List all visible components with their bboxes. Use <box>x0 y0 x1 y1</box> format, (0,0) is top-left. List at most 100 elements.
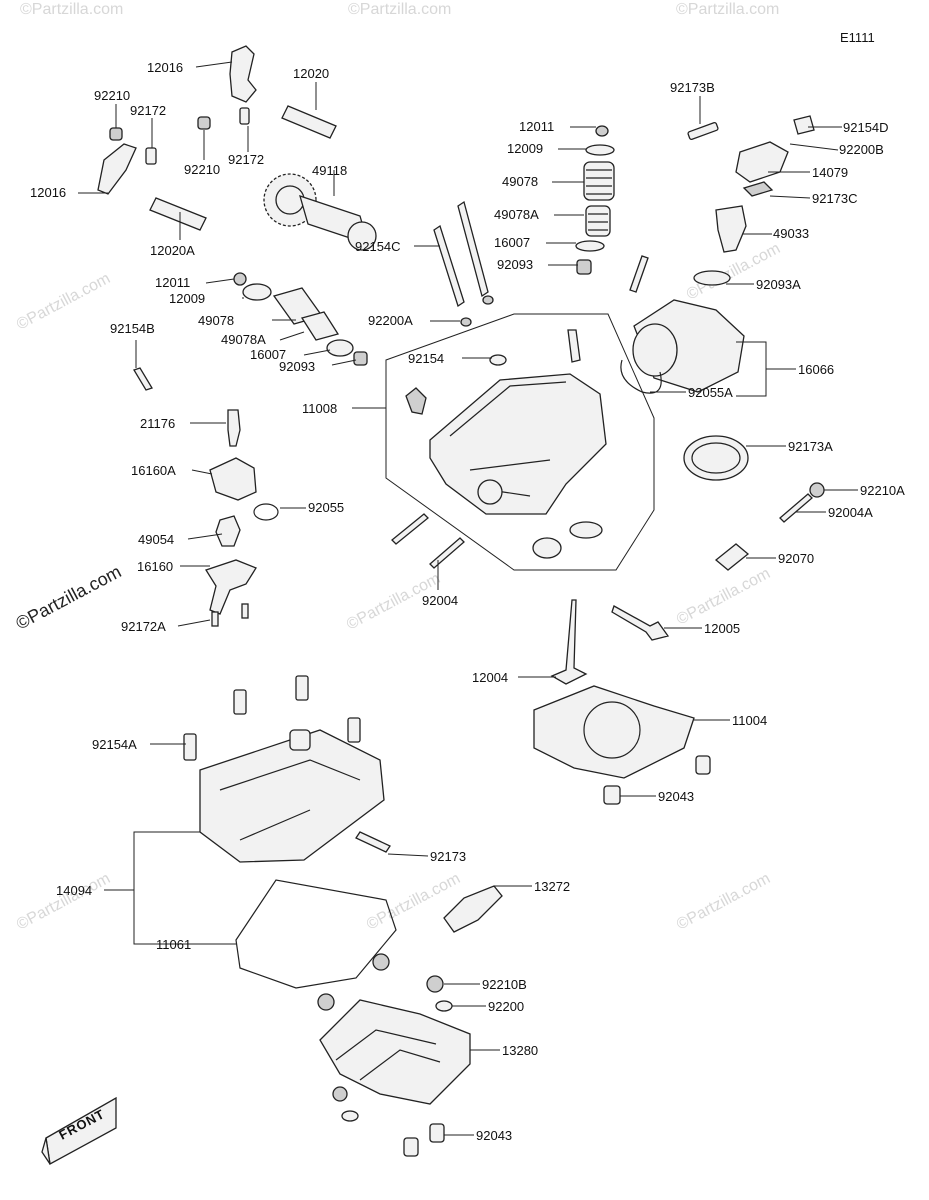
label-92200[interactable]: 92200 <box>488 999 524 1014</box>
watermark: ©Partzilla.com <box>348 1 451 18</box>
label-92043[interactable]: 92043 <box>658 789 694 804</box>
label-92210[interactable]: 92210 <box>94 88 130 103</box>
label-92172[interactable]: 92172 <box>130 103 166 118</box>
label-92154C[interactable]: 92154C <box>355 239 401 254</box>
label-92210A[interactable]: 92210A <box>860 483 905 498</box>
label-92055[interactable]: 92055 <box>308 500 344 515</box>
label-49033[interactable]: 49033 <box>773 226 809 241</box>
clip <box>687 122 719 140</box>
bolt <box>793 115 815 135</box>
label-12004[interactable]: 12004 <box>472 670 508 685</box>
label-49054[interactable]: 49054 <box>138 532 174 547</box>
label-12011[interactable]: 12011 <box>155 275 190 290</box>
label-92004[interactable]: 92004 <box>422 593 458 608</box>
retainer <box>242 283 272 301</box>
cam-holder <box>319 999 471 1105</box>
holder-details <box>335 1029 441 1081</box>
label-11061[interactable]: 11061 <box>156 937 191 952</box>
label-92070[interactable]: 92070 <box>778 551 814 566</box>
label-92173[interactable]: 92173 <box>430 849 466 864</box>
screw-92172 <box>145 147 157 165</box>
washer <box>435 1000 453 1012</box>
label-12016[interactable]: 12016 <box>147 60 183 75</box>
label-92055A[interactable]: 92055A <box>688 385 733 400</box>
label-16066[interactable]: 16066 <box>798 362 834 377</box>
label-12016[interactable]: 12016 <box>30 185 66 200</box>
seal <box>353 351 368 366</box>
label-49118[interactable]: 49118 <box>312 163 347 178</box>
label-12011[interactable]: 12011 <box>519 119 554 134</box>
label-92172[interactable]: 92172 <box>228 152 264 167</box>
washer <box>482 295 494 305</box>
label-92004A[interactable]: 92004A <box>828 505 873 520</box>
label-12020A[interactable]: 12020A <box>150 243 195 258</box>
seal-ring <box>569 521 603 539</box>
clip-92173 <box>355 831 391 853</box>
watermark: ©Partzilla.com <box>20 1 123 18</box>
bolt <box>295 675 309 701</box>
label-92173B[interactable]: 92173B <box>670 80 715 95</box>
label-11004[interactable]: 11004 <box>732 713 767 728</box>
label-92043[interactable]: 92043 <box>476 1128 512 1143</box>
label-92154A[interactable]: 92154A <box>92 737 137 752</box>
leader-lines <box>78 61 858 1136</box>
stud <box>629 255 649 293</box>
label-12020[interactable]: 12020 <box>293 66 329 81</box>
label-92173C[interactable]: 92173C <box>812 191 858 206</box>
label-11008[interactable]: 11008 <box>302 401 337 416</box>
label-49078A[interactable]: 49078A <box>221 332 266 347</box>
screw <box>241 603 249 619</box>
front-arrow-head <box>41 1137 51 1165</box>
bolt <box>233 689 247 715</box>
keeper <box>233 272 247 286</box>
oring <box>253 503 279 521</box>
stud <box>133 367 153 391</box>
label-16007[interactable]: 16007 <box>250 347 286 362</box>
label-16160A[interactable]: 16160A <box>131 463 176 478</box>
label-92093A[interactable]: 92093A <box>756 277 801 292</box>
label-92200A[interactable]: 92200A <box>368 313 413 328</box>
label-12009[interactable]: 12009 <box>169 291 205 306</box>
bolt <box>567 329 581 363</box>
label-92210B[interactable]: 92210B <box>482 977 527 992</box>
dowel <box>695 755 711 775</box>
label-92154D[interactable]: 92154D <box>843 120 889 135</box>
cam-sprocket-hub <box>275 185 305 215</box>
head-cover <box>199 729 385 863</box>
label-92154B[interactable]: 92154B <box>110 321 155 336</box>
spring-seat <box>575 240 605 252</box>
plug <box>405 387 427 415</box>
screw <box>211 611 219 627</box>
watermark: ©Partzilla.com <box>14 870 113 934</box>
label-16160[interactable]: 16160 <box>137 559 173 574</box>
diagram-code: E1111 <box>840 30 875 45</box>
stud <box>433 224 465 308</box>
seal-ring <box>532 537 562 559</box>
label-92210[interactable]: 92210 <box>184 162 220 177</box>
label-12005[interactable]: 12005 <box>704 621 740 636</box>
head-port <box>477 479 503 505</box>
label-92200B[interactable]: 92200B <box>839 142 884 157</box>
rocker-arm-top <box>229 45 257 103</box>
stud <box>429 537 465 569</box>
label-92172A[interactable]: 92172A <box>121 619 166 634</box>
label-49078[interactable]: 49078 <box>502 174 538 189</box>
label-92154[interactable]: 92154 <box>408 351 444 366</box>
label-12009[interactable]: 12009 <box>507 141 543 156</box>
label-49078[interactable]: 49078 <box>198 313 234 328</box>
label-14094[interactable]: 14094 <box>56 883 92 898</box>
label-92093[interactable]: 92093 <box>497 257 533 272</box>
label-13280[interactable]: 13280 <box>502 1043 538 1058</box>
stud <box>457 200 489 298</box>
label-16007[interactable]: 16007 <box>494 235 530 250</box>
label-13272[interactable]: 13272 <box>534 879 570 894</box>
label-14079[interactable]: 14079 <box>812 165 848 180</box>
sensor <box>227 409 241 447</box>
chain-guide <box>443 885 503 933</box>
label-49078A[interactable]: 49078A <box>494 207 539 222</box>
label-92173A[interactable]: 92173A <box>788 439 833 454</box>
label-21176[interactable]: 21176 <box>140 416 175 431</box>
spring-coils <box>586 169 612 195</box>
label-92093[interactable]: 92093 <box>279 359 315 374</box>
part-labels: 12016 12020 92210 92172 92210 92172 1201… <box>30 60 905 1143</box>
